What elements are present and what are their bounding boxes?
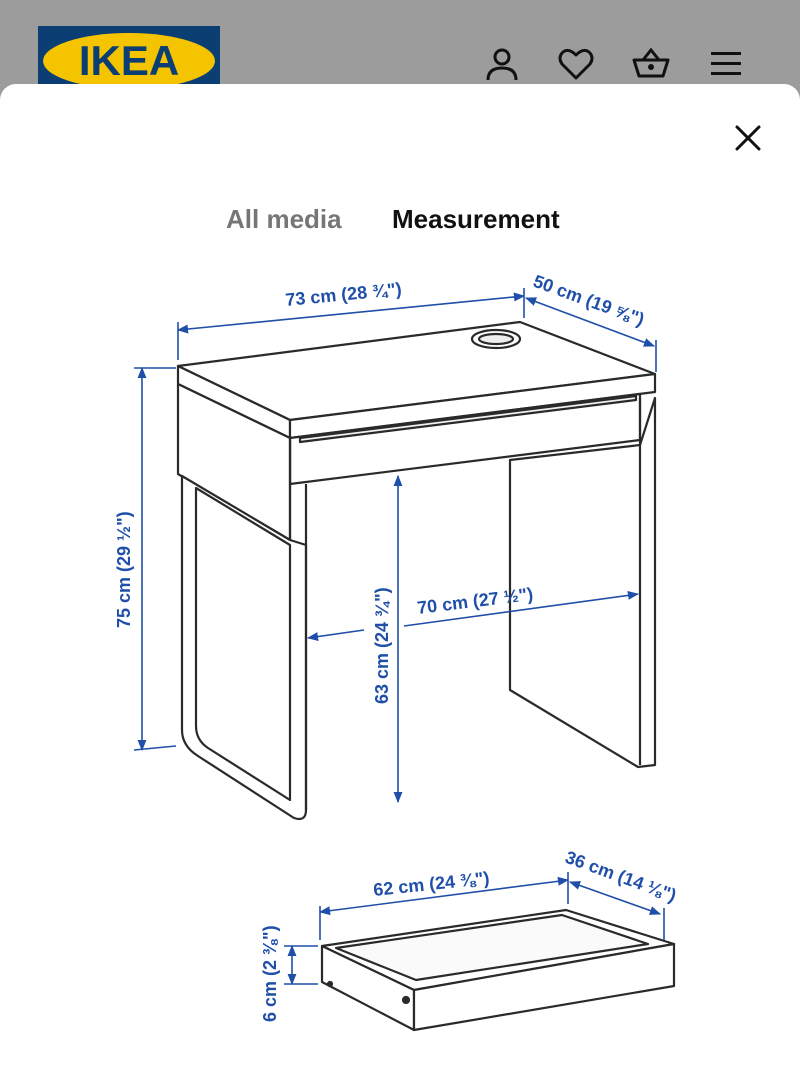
close-icon[interactable] xyxy=(728,118,768,158)
menu-icon[interactable] xyxy=(706,44,746,84)
tab-measurement[interactable]: Measurement xyxy=(392,204,560,234)
ikea-logo[interactable]: IKEA xyxy=(38,26,220,96)
cart-icon[interactable] xyxy=(630,44,670,84)
tab-all-media[interactable]: All media xyxy=(226,204,342,234)
logo-text: IKEA xyxy=(79,37,179,84)
media-tabs: All media Measurement xyxy=(0,202,800,242)
heart-icon[interactable] xyxy=(556,44,596,84)
top-bar: IKEA xyxy=(0,0,800,100)
account-icon[interactable] xyxy=(482,44,522,84)
